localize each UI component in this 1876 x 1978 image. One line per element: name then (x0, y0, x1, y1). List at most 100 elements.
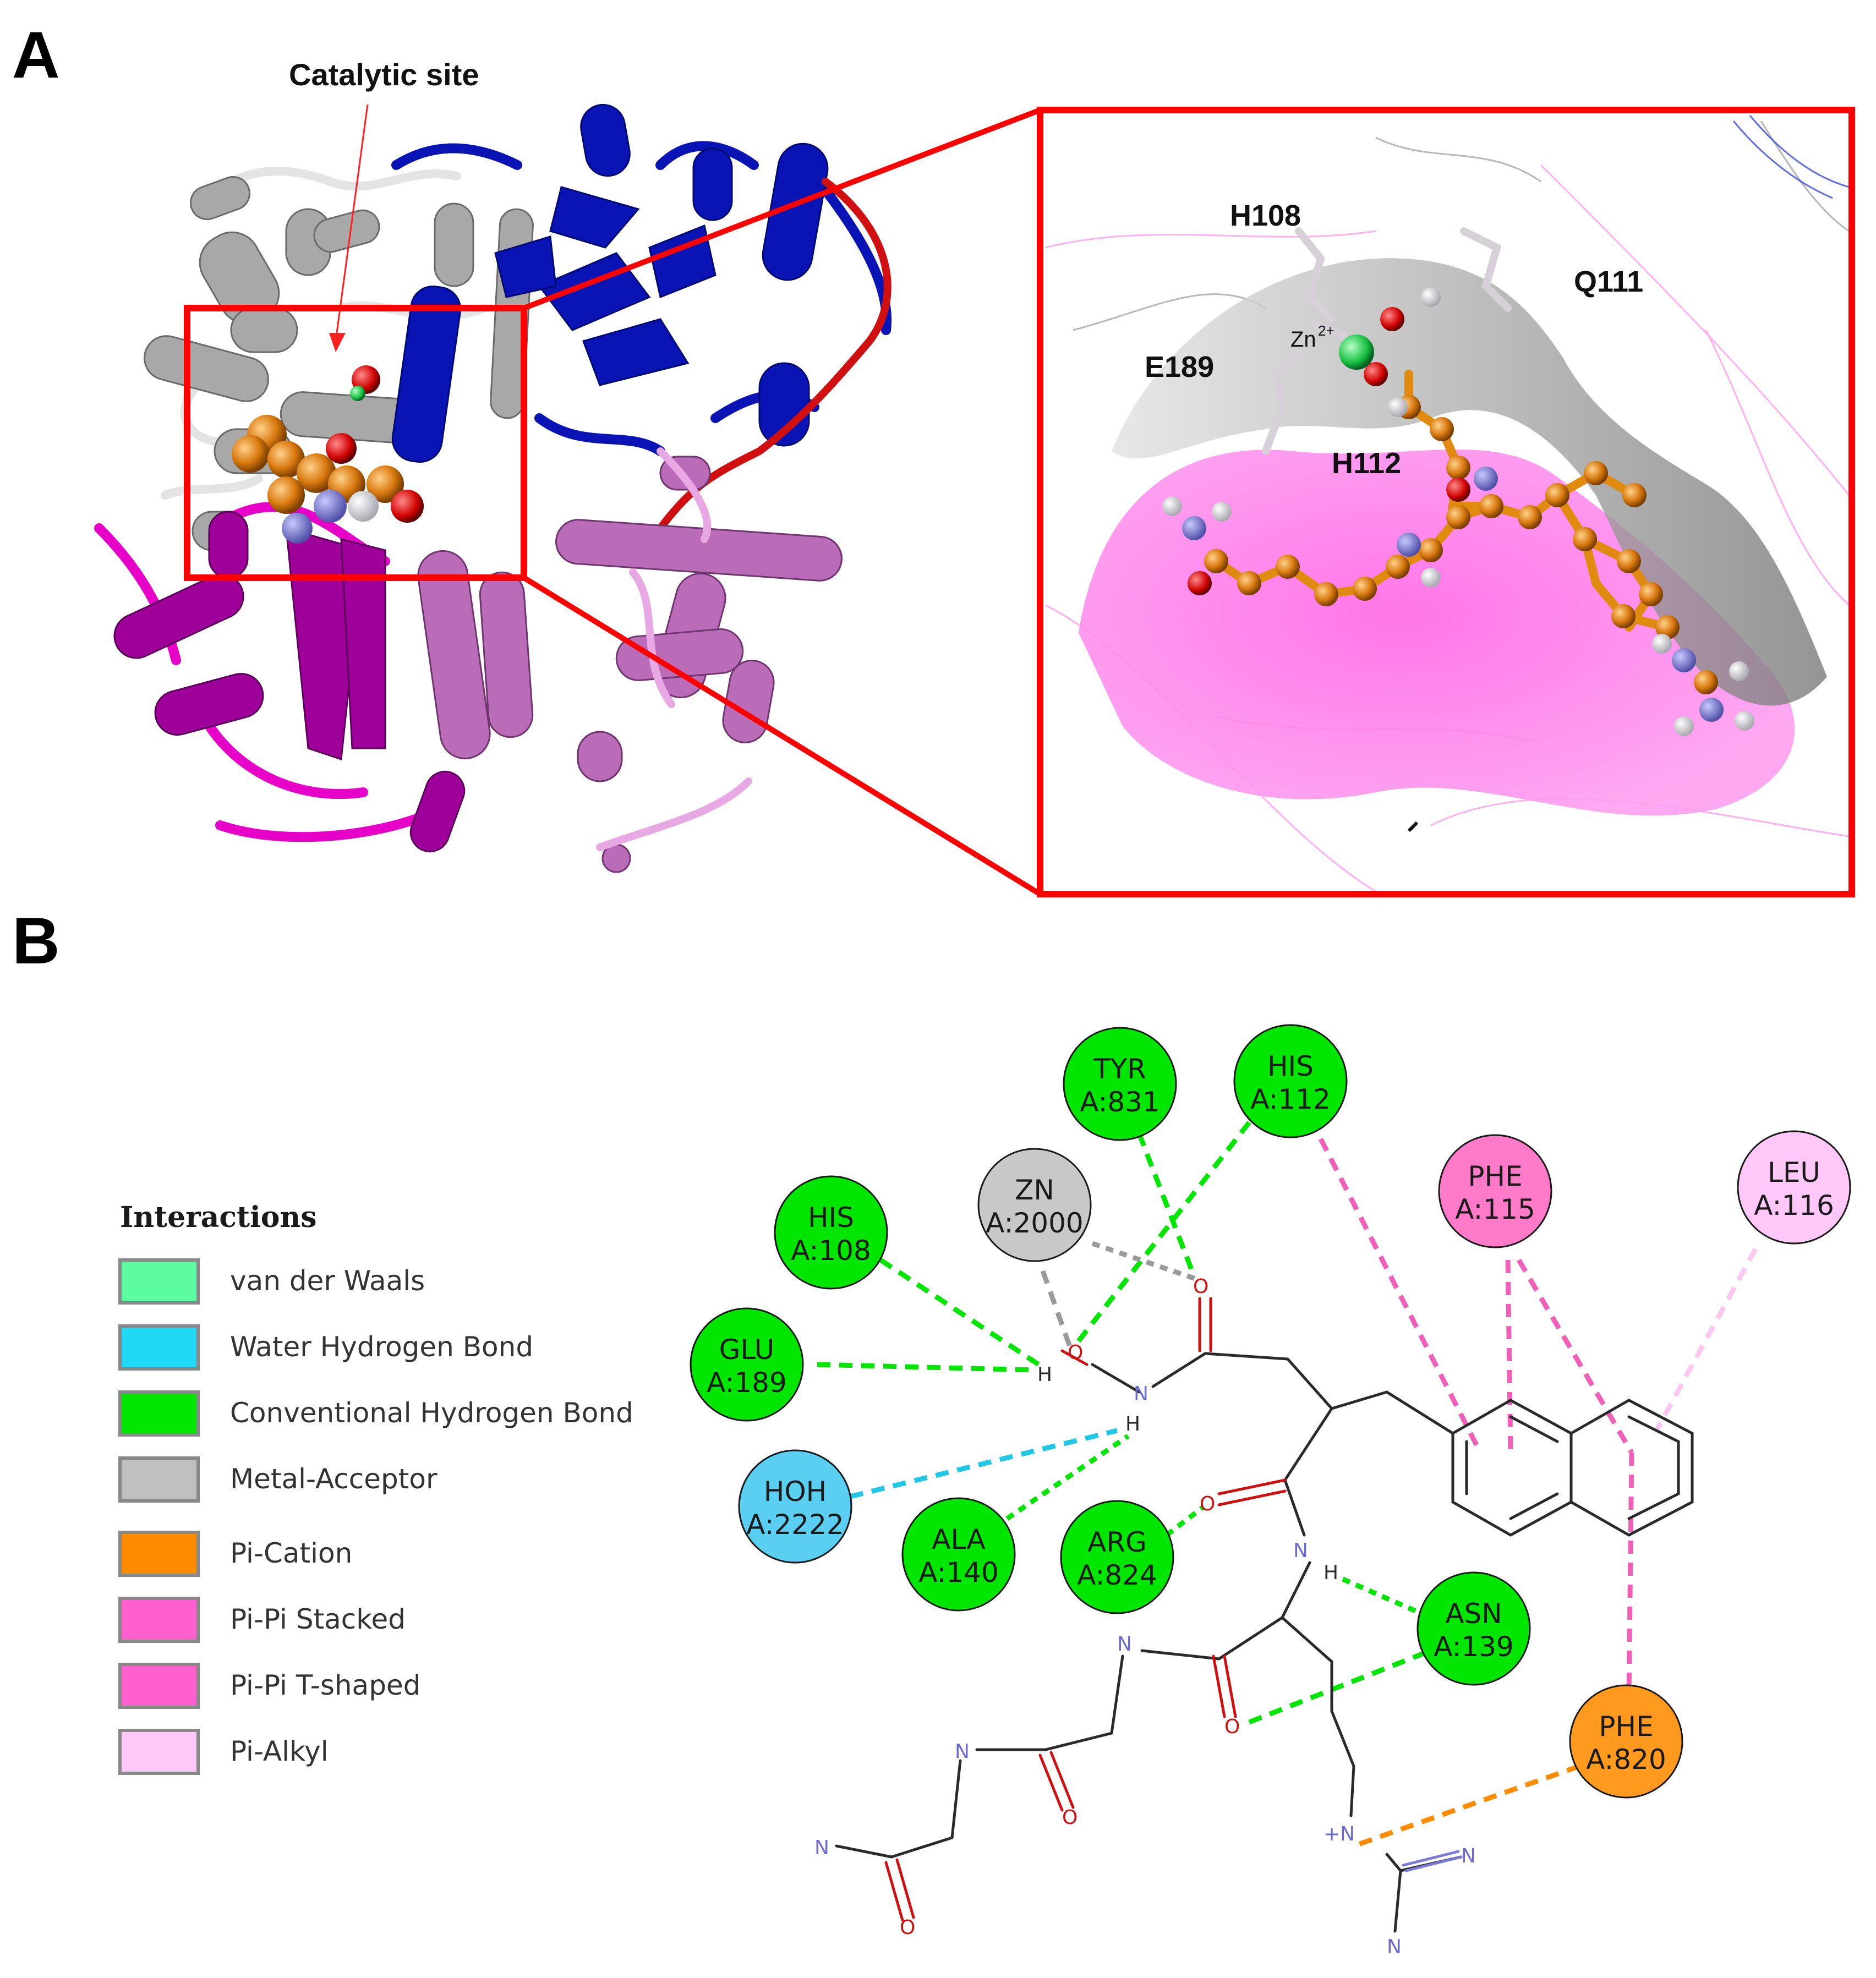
atom-h: H (1323, 1561, 1338, 1584)
catalytic-site-label: Catalytic site (289, 57, 479, 92)
pi-phe820 (1626, 1452, 1634, 1695)
residue-id: A:112 (1250, 1083, 1331, 1115)
residue-phe115[interactable]: PHE A:115 (1438, 1134, 1552, 1248)
atom-n: N (955, 1740, 970, 1763)
residue-asn139[interactable]: ASN A:139 (1416, 1571, 1531, 1686)
residue-name: ALA (932, 1524, 985, 1555)
residue-id: A:824 (1077, 1559, 1157, 1591)
residue-leu116[interactable]: LEU A:116 (1737, 1130, 1851, 1245)
ligand-skeleton (835, 1352, 1694, 1933)
residue-name: ARG (1087, 1526, 1147, 1558)
residue-id: A:831 (1080, 1086, 1160, 1118)
legend-swatch (118, 1663, 200, 1709)
legend-label: Water Hydrogen Bond (230, 1331, 533, 1363)
selection-box (184, 305, 527, 581)
residue-id: A:115 (1455, 1193, 1535, 1225)
residue-id: A:139 (1434, 1631, 1514, 1663)
residue-id: A:140 (918, 1557, 999, 1588)
zoom-frame (1037, 107, 1855, 897)
atom-o: O (1068, 1341, 1083, 1364)
interaction-lines (817, 1121, 1758, 1849)
pi-phe115-a (1505, 1259, 1513, 1453)
hbond-tyr831 (1136, 1132, 1197, 1278)
legend-swatch (118, 1531, 200, 1577)
hbond-his108 (879, 1258, 1044, 1369)
residue-hoh2222[interactable]: HOH A:2222 (738, 1449, 852, 1564)
water-hbond-hoh2222 (849, 1428, 1118, 1499)
pi-his112 (1318, 1137, 1483, 1454)
legend: Interactions van der Waals Water Hydroge… (118, 1201, 633, 1775)
panel-a-figure: Catalytic site (94, 57, 1855, 897)
label-h112: H112 (1332, 447, 1401, 480)
legend-item-water-hydrogen-bond: Water Hydrogen Bond (118, 1324, 533, 1371)
legend-label: Pi-Pi T-shaped (230, 1669, 420, 1701)
hbond-arg824 (1165, 1505, 1204, 1537)
legend-swatch (118, 1456, 200, 1503)
label-q111: Q111 (1574, 265, 1643, 298)
atom-o: O (1200, 1493, 1215, 1515)
legend-item-pi-cation: Pi-Cation (118, 1531, 352, 1577)
residue-name: ASN (1445, 1598, 1502, 1630)
legend-item-metal-acceptor: Metal-Acceptor (118, 1456, 437, 1503)
residue-name: LEU (1768, 1157, 1820, 1188)
panel-a-letter: A (12, 18, 60, 92)
residue-name: HOH (764, 1476, 827, 1508)
zoom-line-top (523, 107, 1041, 311)
legend-swatch (118, 1258, 200, 1305)
legend-label: Pi-Cation (230, 1537, 352, 1569)
residue-name: TYR (1093, 1053, 1146, 1085)
pi-phe115-b (1517, 1258, 1634, 1454)
legend-swatch (118, 1729, 200, 1775)
callout-arrowhead (329, 333, 346, 352)
residue-name: HIS (1267, 1050, 1314, 1082)
atom-o: O (1224, 1716, 1240, 1738)
residue-glu189[interactable]: GLU A:189 (690, 1307, 804, 1422)
residue-id: A:2000 (986, 1207, 1083, 1239)
legend-item-pi-pi-stacked: Pi-Pi Stacked (118, 1597, 406, 1643)
residue-id: A:108 (791, 1235, 871, 1267)
residue-name: GLU (719, 1334, 775, 1366)
residue-arg824[interactable]: ARG A:824 (1060, 1500, 1174, 1614)
ligand-heteroatom-bonds (884, 1297, 1463, 1922)
residue-id: A:820 (1586, 1744, 1666, 1776)
label-zn-charge: 2+ (1318, 322, 1334, 339)
atom-o: O (1193, 1275, 1208, 1298)
panel-b-letter: B (12, 904, 60, 978)
metal-zn-o1 (1040, 1270, 1073, 1349)
pi-alkyl-leu116 (1654, 1247, 1758, 1432)
zoom-line-bottom (522, 575, 1042, 897)
atom-n: N (814, 1837, 829, 1859)
residue-tyr831[interactable]: TYR A:831 (1063, 1027, 1177, 1141)
zoom-panel: H108 Q111 E189 H112 Zn 2+ (1040, 110, 1852, 894)
residue-name: PHE (1599, 1711, 1653, 1743)
residue-id: A:116 (1754, 1190, 1834, 1221)
residue-zn2000[interactable]: ZN A:2000 (977, 1148, 1092, 1262)
label-zn: Zn (1290, 327, 1316, 352)
callout-arrow (336, 104, 369, 333)
pi-cation-phe820 (1353, 1763, 1580, 1849)
legend-label: Conventional Hydrogen Bond (230, 1397, 633, 1429)
residue-his108[interactable]: HIS A:108 (774, 1175, 888, 1290)
residue-name: ZN (1015, 1174, 1054, 1206)
atom-o: O (900, 1916, 915, 1939)
legend-swatch (118, 1324, 200, 1371)
atom-n: N (1293, 1539, 1308, 1562)
hbond-ala140 (1005, 1434, 1130, 1521)
residue-phe820[interactable]: PHE A:820 (1569, 1684, 1683, 1799)
ligand-atoms: O O H N H O N H N O N O N O +N N N (814, 1275, 1476, 1958)
residue-ala140[interactable]: ALA A:140 (901, 1497, 1016, 1612)
legend-swatch (118, 1390, 200, 1437)
atom-n: N (1461, 1845, 1476, 1867)
legend-item-pi-pi-t-shaped: Pi-Pi T-shaped (118, 1663, 420, 1709)
atom-o: O (1062, 1806, 1078, 1829)
legend-label: Pi-Alkyl (230, 1735, 329, 1767)
residue-name: PHE (1468, 1160, 1522, 1192)
hbond-asn139-h (1342, 1576, 1432, 1620)
legend-title: Interactions (120, 1201, 317, 1234)
residue-his112[interactable]: HIS A:112 (1233, 1024, 1348, 1138)
label-e189: E189 (1145, 350, 1214, 383)
atom-n: N (1117, 1633, 1132, 1656)
atom-n: N (1387, 1936, 1402, 1958)
legend-item-van-der-waals: van der Waals (118, 1258, 425, 1305)
residue-name: HIS (808, 1202, 854, 1234)
